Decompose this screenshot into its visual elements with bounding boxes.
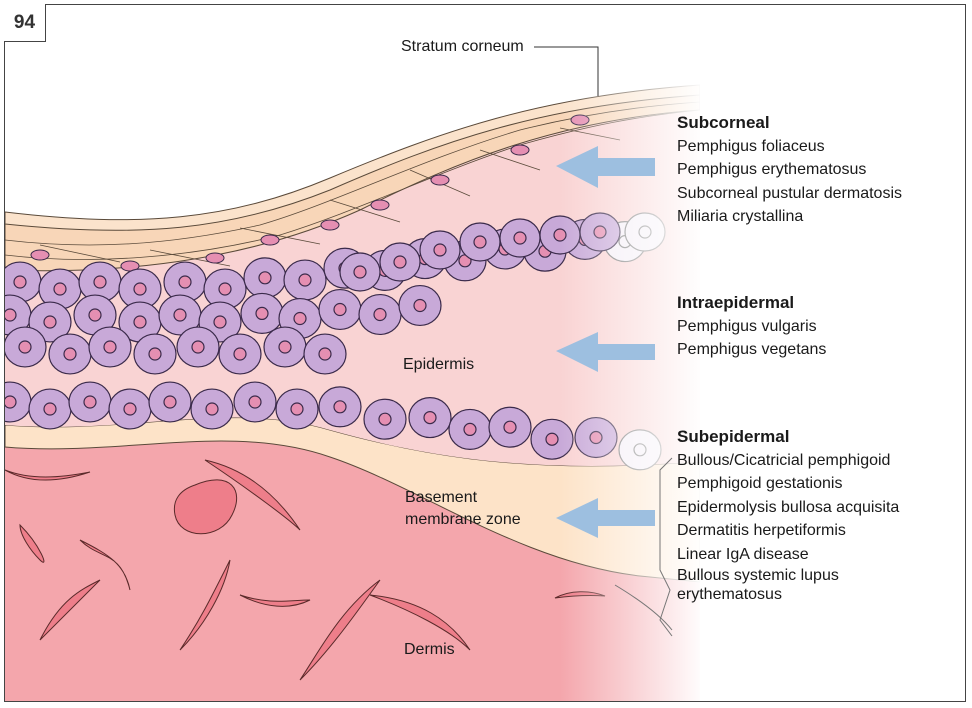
cell-nucleus bbox=[294, 313, 306, 325]
cell-nucleus bbox=[354, 266, 366, 278]
list-item: Linear IgA disease bbox=[677, 543, 899, 567]
cell-nucleus bbox=[249, 396, 261, 408]
cell-nucleus bbox=[206, 403, 218, 415]
list-item: Miliaria crystallina bbox=[677, 205, 902, 229]
cell-nucleus bbox=[192, 341, 204, 353]
cell-nucleus bbox=[299, 274, 311, 286]
cell-nucleus bbox=[424, 412, 436, 424]
basement-membrane-label-line2: membrane zone bbox=[405, 510, 521, 530]
cell-nucleus bbox=[414, 300, 426, 312]
subepidermal-group: Subepidermal Bullous/Cicatricial pemphig… bbox=[677, 425, 899, 604]
cell-nucleus bbox=[89, 309, 101, 321]
list-item: Dermatitis herpetiformis bbox=[677, 519, 899, 543]
list-item: Bullous systemic lupus bbox=[677, 566, 899, 585]
cell-nucleus bbox=[279, 341, 291, 353]
cell-nucleus bbox=[319, 348, 331, 360]
cell-nucleus bbox=[174, 309, 186, 321]
cell-nucleus bbox=[514, 232, 526, 244]
epidermis-label: Epidermis bbox=[403, 355, 474, 375]
list-item: erythematosus bbox=[677, 585, 899, 604]
list-item: Pemphigus erythematosus bbox=[677, 158, 902, 182]
stratum-corneum-label: Stratum corneum bbox=[401, 37, 524, 57]
cell-nucleus bbox=[149, 348, 161, 360]
cell-nucleus bbox=[214, 316, 226, 328]
cell-nucleus bbox=[84, 396, 96, 408]
dermis-label: Dermis bbox=[404, 640, 455, 660]
cell-nucleus bbox=[334, 304, 346, 316]
cell-nucleus bbox=[44, 403, 56, 415]
figure-number: 94 bbox=[4, 4, 46, 42]
cell-nucleus bbox=[474, 236, 486, 248]
cell-nucleus bbox=[394, 256, 406, 268]
cell-nucleus bbox=[259, 272, 271, 284]
cell-nucleus bbox=[104, 341, 116, 353]
cell-nucleus bbox=[179, 276, 191, 288]
cell-nucleus bbox=[4, 396, 16, 408]
cell-nucleus bbox=[134, 316, 146, 328]
basement-membrane-label-line1: Basement bbox=[405, 488, 477, 508]
cell-nucleus bbox=[54, 283, 66, 295]
cell-nucleus bbox=[546, 433, 558, 445]
cell-nucleus bbox=[291, 403, 303, 415]
intraepidermal-group: Intraepidermal Pemphigus vulgaris Pemphi… bbox=[677, 291, 826, 362]
subcorneal-heading: Subcorneal bbox=[677, 111, 902, 135]
cell-nucleus bbox=[234, 348, 246, 360]
cell-nucleus bbox=[379, 413, 391, 425]
list-item: Epidermolysis bullosa acquisita bbox=[677, 496, 899, 520]
list-item: Subcorneal pustular dermatosis bbox=[677, 182, 902, 206]
cell-nucleus bbox=[124, 403, 136, 415]
cell-nucleus bbox=[94, 276, 106, 288]
cell-nucleus bbox=[504, 421, 516, 433]
cell-nucleus bbox=[464, 423, 476, 435]
cell-nucleus bbox=[4, 309, 16, 321]
intraepidermal-heading: Intraepidermal bbox=[677, 291, 826, 315]
cell-nucleus bbox=[14, 276, 26, 288]
cell-nucleus bbox=[134, 283, 146, 295]
list-item: Pemphigoid gestationis bbox=[677, 472, 899, 496]
cell-nucleus bbox=[334, 401, 346, 413]
cell-nucleus bbox=[256, 307, 268, 319]
cell-nucleus bbox=[19, 341, 31, 353]
list-item: Pemphigus foliaceus bbox=[677, 135, 902, 159]
subcorneal-group: Subcorneal Pemphigus foliaceus Pemphigus… bbox=[677, 111, 902, 229]
cell-nucleus bbox=[64, 348, 76, 360]
cell-nucleus bbox=[374, 309, 386, 321]
cell-nucleus bbox=[434, 244, 446, 256]
cell-nucleus bbox=[44, 316, 56, 328]
cell-nucleus bbox=[164, 396, 176, 408]
cell-nucleus bbox=[219, 283, 231, 295]
list-item: Pemphigus vulgaris bbox=[677, 315, 826, 339]
list-item: Bullous/Cicatricial pemphigoid bbox=[677, 449, 899, 473]
list-item: Pemphigus vegetans bbox=[677, 338, 826, 362]
subepidermal-heading: Subepidermal bbox=[677, 425, 899, 449]
